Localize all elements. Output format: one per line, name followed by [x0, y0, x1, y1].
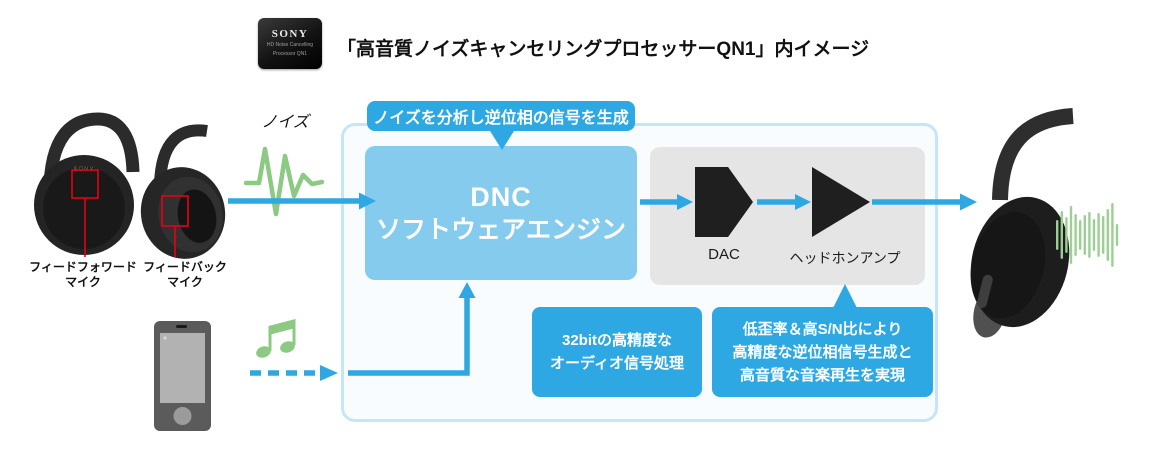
dac-label: DAC — [708, 246, 740, 263]
feedback-mic-marker — [161, 195, 189, 257]
feedforward-mic-label: フィードフォワード マイク — [29, 260, 137, 289]
chip-brand: SONY — [271, 28, 309, 40]
dnc-software-engine-block: DNC ソフトウェアエンジン — [365, 146, 637, 280]
dnc-label-line1: DNC — [470, 182, 532, 212]
headphone-feedback-illustration — [140, 124, 226, 259]
noise-waveform-icon — [243, 146, 325, 217]
qn1-chip-icon: SONY HD Noise Cancelling Processor QN1 — [258, 18, 322, 69]
feedback-mic-label: フィードバック マイク — [143, 260, 227, 289]
chip-line2: Processor QN1 — [272, 51, 308, 57]
music-input-arrow-dashed — [250, 365, 338, 381]
noise-analysis-callout-text: ノイズを分析し逆位相の信号を生成 — [373, 110, 629, 127]
headphone-amp-label: ヘッドホンアンプ — [789, 250, 901, 266]
dnc-label-line2: ソフトウェアエンジン — [375, 216, 626, 244]
headphone-feedforward-illustration: SONY — [34, 112, 140, 255]
chip-line1: HD Noise Cancelling — [266, 42, 314, 48]
music-note-icon — [256, 319, 296, 358]
amp-benefit-note-text: 低歪率＆高S/N比により 高精度な逆位相信号生成と 高音質な音楽再生を実現 — [732, 320, 913, 384]
earcup-brand-text: SONY — [73, 167, 94, 173]
eq-soundwave-icon — [1056, 203, 1119, 267]
page-title: 「高音質ノイズキャンセリングプロセッサーQN1」内イメージ — [337, 39, 870, 60]
smartphone-icon — [154, 321, 211, 431]
noise-analysis-callout: ノイズを分析し逆位相の信号を生成 — [367, 101, 635, 150]
amp-benefit-note-tail — [833, 284, 857, 308]
audio-processing-note: 32bitの高精度な オーディオ信号処理 — [532, 307, 702, 397]
callout-tail — [490, 131, 514, 150]
feedforward-mic-marker — [71, 169, 99, 257]
amp-benefit-note: 低歪率＆高S/N比により 高精度な逆位相信号生成と 高音質な音楽再生を実現 — [712, 284, 933, 397]
noise-label: ノイズ — [261, 114, 309, 131]
output-headphone-illustration — [970, 108, 1074, 338]
